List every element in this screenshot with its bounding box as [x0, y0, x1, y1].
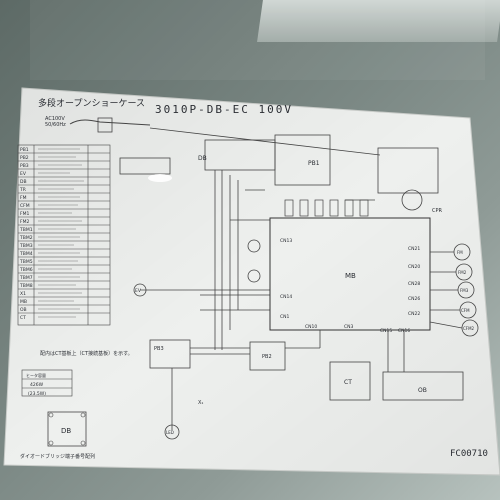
tbm-terminals — [284, 199, 369, 217]
cpr-label: CPR — [432, 208, 443, 214]
heater-table — [21, 369, 73, 397]
fm-label: FM — [457, 250, 463, 255]
legend-row: FM1 — [20, 211, 29, 217]
led-label: LED — [166, 430, 174, 435]
legend-row: TBM7 — [19, 275, 33, 281]
db-pin-1 — [48, 412, 54, 418]
fan-motors — [429, 243, 479, 337]
table-val-2: (23.5W) — [28, 391, 46, 397]
ct-box — [329, 361, 371, 401]
legend-row: PB2 — [20, 155, 29, 161]
cn-label: CN1 — [280, 314, 290, 320]
cn-label: CN22 — [408, 311, 420, 317]
ev-label: EV — [135, 288, 142, 294]
legend-row: TBM2 — [19, 235, 33, 241]
db-bottom-box — [47, 411, 87, 447]
legend-row: FM — [20, 195, 27, 201]
fm-label: FM2 — [458, 270, 467, 275]
fm-labels: FM FM2 FM3 CFM CFM2 — [457, 250, 475, 331]
glare-spot — [148, 174, 172, 182]
legend-row: X1 — [20, 291, 26, 297]
legend-row-labels: PB1 PB2 PB3 EV DB TR FM CFM FM1 FM2 TBM1… — [19, 147, 33, 321]
plug-box — [97, 117, 113, 133]
cn-label: CN13 — [280, 238, 292, 244]
legend-row: CT — [20, 315, 26, 321]
ob-box — [382, 371, 464, 401]
transformer-1 — [247, 239, 261, 253]
legend-row: TBM5 — [19, 259, 33, 265]
heater-box — [119, 157, 171, 175]
db-bottom-label: DB — [61, 427, 71, 435]
legend-row: TBM1 — [19, 227, 33, 233]
pb1-box — [274, 134, 331, 186]
cn-label: CN10 — [305, 324, 317, 330]
ev-symbol — [133, 283, 147, 297]
mb-label: MB — [345, 272, 356, 280]
db-pin-4 — [80, 440, 86, 446]
pb2-box — [249, 341, 286, 371]
power-label-1: AC100V — [45, 116, 65, 122]
legend-row: DB — [20, 179, 27, 185]
diagram-title-jp: 多段オープンショーケース — [38, 97, 145, 109]
db-pin-2 — [80, 412, 86, 418]
pb-links — [171, 330, 321, 430]
cn-label: CN26 — [408, 296, 420, 302]
legend-row: MB — [20, 299, 27, 305]
compressor-symbol — [401, 189, 423, 211]
legend-row: CFM — [20, 203, 30, 209]
legend-row: EV — [20, 171, 27, 177]
doc-number: FC00710 — [450, 449, 488, 459]
cn-label: CN15 — [380, 328, 392, 334]
legend-row: TBM4 — [19, 251, 33, 257]
legend-desc-lines — [38, 148, 84, 318]
cn-label: CN3 — [344, 324, 354, 330]
legend-table — [17, 144, 111, 326]
led-symbol — [164, 424, 180, 440]
legend-row: OB — [20, 307, 27, 313]
table-val-1: 426W — [30, 382, 44, 388]
legend-row: TR — [19, 187, 26, 193]
power-cable — [69, 119, 151, 126]
note-text: 配内はCT基板上（CT接続基板）を示す。 — [40, 350, 133, 357]
transformer-2 — [247, 269, 261, 283]
legend-row: TBM6 — [19, 267, 33, 273]
legend-row: PB3 — [20, 163, 29, 169]
db-pin-3 — [48, 440, 54, 446]
legend-row: FM2 — [20, 219, 29, 225]
pb3-label: PB3 — [154, 346, 164, 352]
db-top-label: DB — [198, 155, 207, 162]
ob-label: OB — [418, 387, 427, 394]
glass-reflection — [30, 0, 485, 80]
cn-label: CN20 — [408, 264, 420, 270]
footer-note: ダイオードブリッジ端子番号配列 — [20, 453, 95, 460]
diagram-model: 3010P-DB-EC 100V — [155, 103, 293, 116]
power-label-2: 50/60Hz — [45, 122, 66, 128]
fm-label: CFM — [461, 308, 470, 313]
ct-label: CT — [344, 379, 352, 386]
cn-label: CN14 — [280, 294, 292, 300]
inverter-box — [377, 147, 439, 194]
legend-row: TBM3 — [19, 243, 33, 249]
pb1-label: PB1 — [308, 160, 320, 167]
legend-row: TBM8 — [19, 283, 33, 289]
pb2-label: PB2 — [262, 354, 272, 360]
cn-label: CN21 — [408, 246, 420, 252]
x1-label: X₁ — [198, 400, 203, 406]
table-header: ヒータ容量 — [26, 372, 46, 378]
fm-label: CFM2 — [463, 326, 475, 331]
legend-row: PB1 — [20, 147, 29, 153]
fm-label: FM3 — [460, 288, 469, 293]
cn-label: CN28 — [408, 281, 420, 287]
mb-board — [269, 217, 431, 331]
